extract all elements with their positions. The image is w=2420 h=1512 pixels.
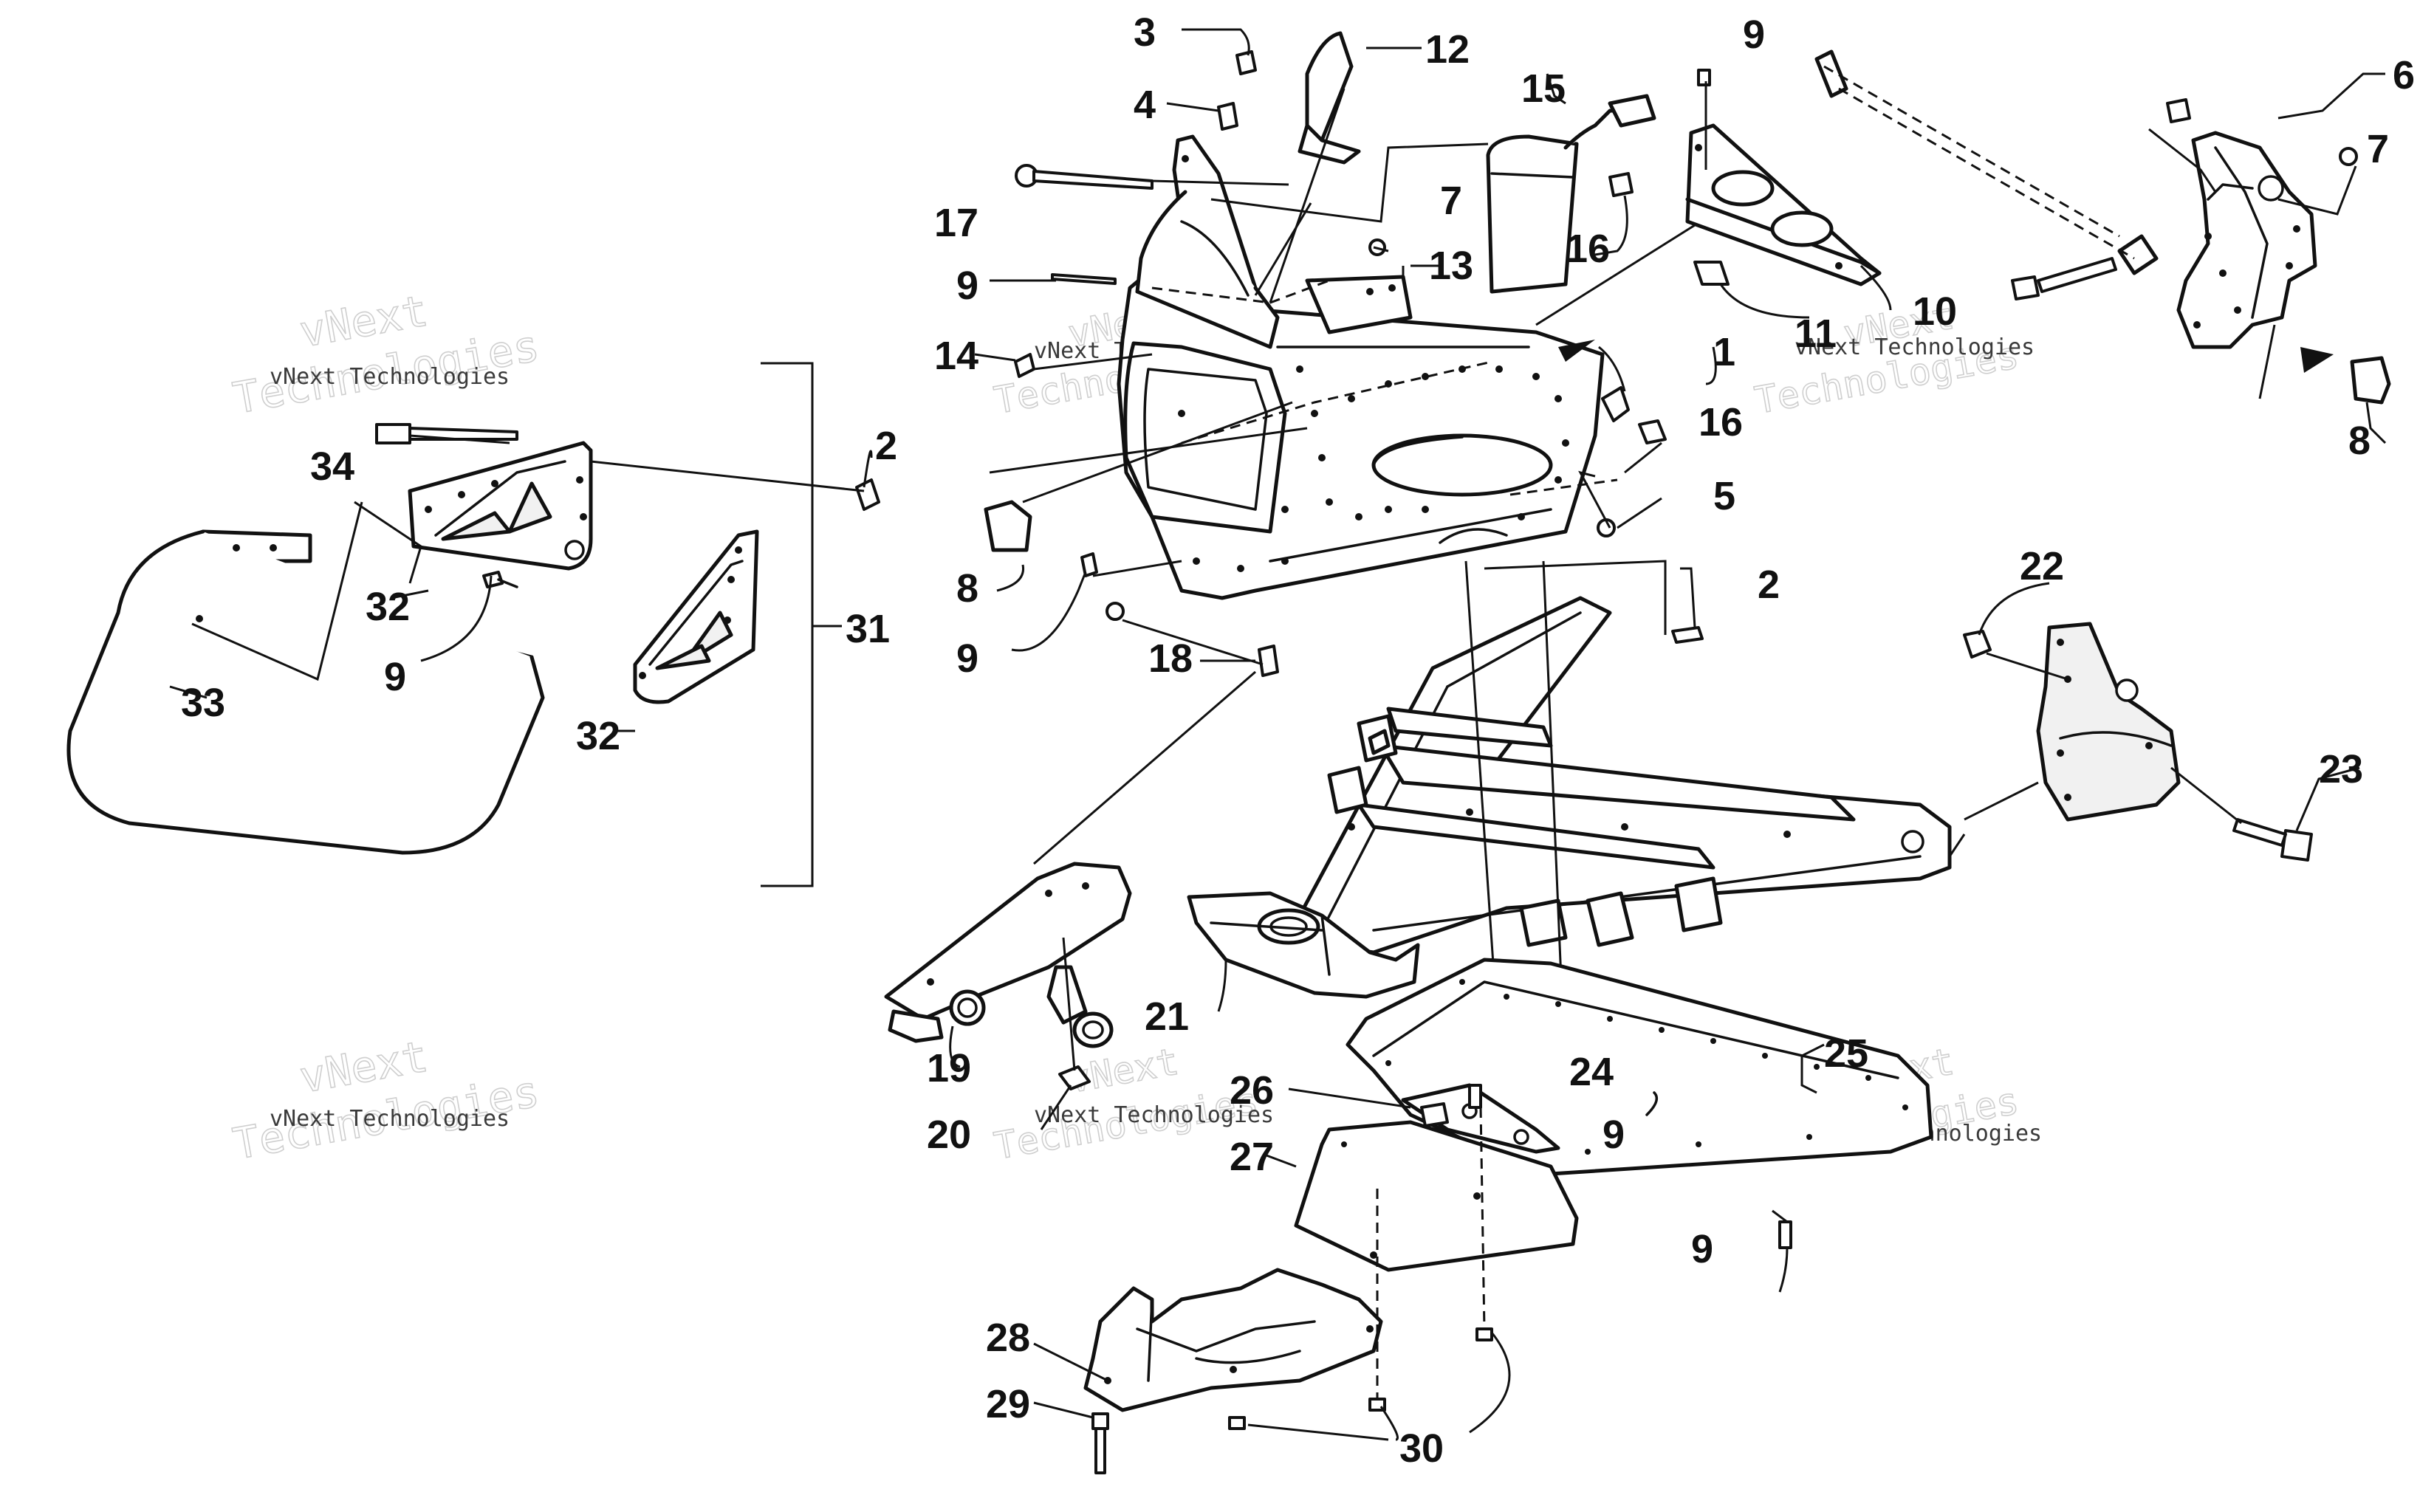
callout-8a: 8 — [956, 566, 978, 611]
callout-27: 27 — [1230, 1135, 1274, 1179]
callout-23: 23 — [2319, 747, 2363, 791]
bulkhead-holes — [1178, 365, 1569, 572]
callout-19: 19 — [927, 1046, 971, 1090]
callout-13: 13 — [1429, 244, 1473, 288]
callout-22: 22 — [2020, 544, 2064, 588]
callout-1: 1 — [1713, 330, 1735, 374]
callout-10: 10 — [1913, 289, 1957, 334]
front-bulkhead-1 — [1117, 267, 1605, 600]
callout-9f: 9 — [1691, 1227, 1713, 1271]
spindle-support-21 — [1187, 891, 1420, 999]
callout-15: 15 — [1521, 66, 1566, 111]
callout-18: 18 — [1148, 636, 1193, 681]
bumper-bracket-32-lower — [633, 529, 759, 704]
callout-34: 34 — [310, 444, 354, 489]
callout-9a: 9 — [1743, 13, 1765, 57]
bulkhead-plate-13 — [1305, 275, 1413, 334]
callout-9d: 9 — [956, 636, 978, 681]
right-hardware — [1558, 49, 2391, 862]
callout-30: 30 — [1399, 1426, 1444, 1471]
watermark-text: vNext Technologies — [1034, 1102, 1274, 1128]
callout-29: 29 — [986, 1382, 1030, 1426]
spindle-support-19 — [884, 862, 1132, 1048]
bulkhead-leaders — [974, 28, 1892, 666]
watermark-text: vNext Technologies — [270, 364, 510, 390]
callout-32a: 32 — [366, 585, 410, 629]
callout-16a: 16 — [1566, 227, 1610, 271]
main-frame — [1298, 596, 1952, 955]
guard-28 — [1083, 1268, 1383, 1412]
callout-7a: 7 — [1440, 179, 1462, 223]
callout-32b: 32 — [576, 714, 620, 758]
watermark-bottom-left: vNext Technologies vNext Technologies — [229, 1031, 544, 1170]
callout-9b: 9 — [956, 264, 978, 308]
callout-4: 4 — [1134, 83, 1156, 127]
callout-33: 33 — [181, 681, 225, 725]
callout-7b: 7 — [2367, 127, 2389, 171]
callout-6: 6 — [2393, 53, 2415, 97]
mount-bracket-6 — [2176, 131, 2317, 349]
bumper-tube-33 — [66, 529, 545, 855]
callouts: 1 2 2 3 4 5 6 7 7 8 8 9 9 9 9 9 9 10 11 … — [181, 10, 2415, 1471]
callout-28: 28 — [986, 1316, 1030, 1360]
callout-9c: 9 — [384, 655, 406, 699]
bulkhead-hardware — [984, 50, 1711, 677]
callout-5: 5 — [1713, 474, 1735, 518]
callout-2b: 2 — [1758, 563, 1780, 607]
bumper-hardware — [375, 423, 880, 588]
skid-leaders — [1033, 1043, 1825, 1441]
steering-support-upper — [1135, 134, 1280, 349]
callout-24: 24 — [1569, 1050, 1614, 1094]
battery-box-15 — [1486, 94, 1656, 294]
watermark-top-left: vNext Technologies vNext Technologies — [229, 285, 544, 425]
callout-11: 11 — [1795, 312, 1837, 356]
callout-21: 21 — [1145, 994, 1189, 1039]
foot-rest-12 — [1298, 31, 1361, 165]
watermark-text: vNext Technologies — [1795, 334, 2035, 360]
callout-2a: 2 — [875, 424, 897, 468]
guard-26 — [1401, 1083, 1560, 1154]
callout-31: 31 — [846, 607, 890, 651]
skid-plate-27 — [1294, 1120, 1579, 1272]
right-leaders — [1823, 65, 2387, 857]
bracket-11 — [1693, 261, 1730, 286]
callout-26: 26 — [1230, 1068, 1274, 1113]
callout-12: 12 — [1425, 27, 1470, 72]
callout-25: 25 — [1824, 1031, 1868, 1076]
watermark-text: vNext Technologies — [270, 1106, 510, 1132]
bumper-bracket-32-upper — [408, 441, 593, 571]
callout-16b: 16 — [1699, 400, 1743, 444]
bracket-10 — [1685, 123, 1882, 286]
callout-8b: 8 — [2348, 419, 2371, 463]
bumper-leaders — [169, 362, 873, 887]
callout-14: 14 — [934, 334, 978, 378]
frame-leaders — [949, 560, 1600, 1130]
callout-17: 17 — [934, 201, 978, 245]
callout-3: 3 — [1134, 10, 1156, 55]
callout-20: 20 — [927, 1113, 971, 1157]
skid-hardware — [1091, 1220, 1792, 1474]
callout-9e: 9 — [1603, 1113, 1625, 1157]
mount-plate-22 — [2036, 622, 2181, 822]
